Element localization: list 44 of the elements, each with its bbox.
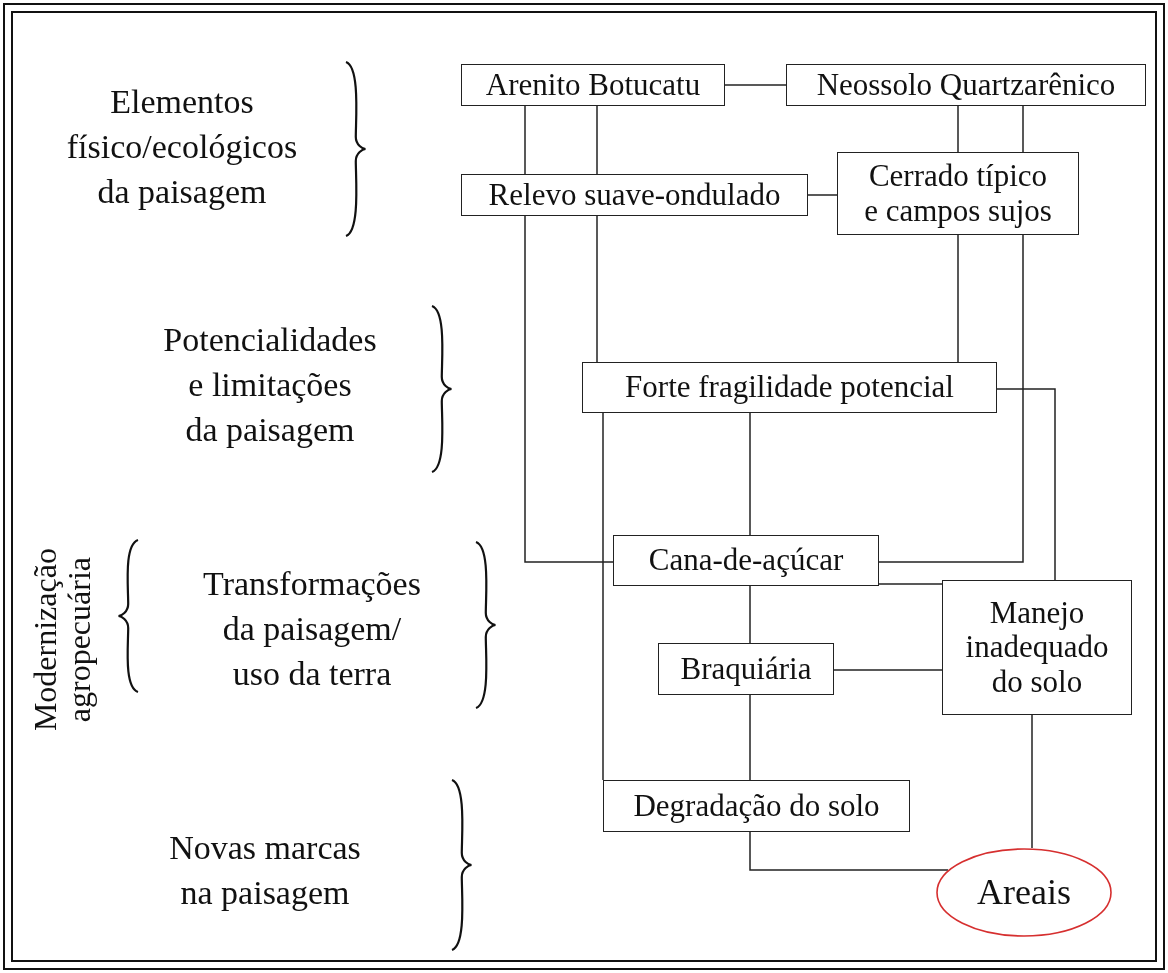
- connector-line: [596, 105, 598, 175]
- connector-line: [1022, 105, 1024, 153]
- node-label: Degradação do solo: [633, 788, 880, 824]
- section-label: Transformações da paisagem/ uso da terra: [203, 564, 421, 694]
- connector-line: [807, 194, 838, 196]
- process-box: [603, 780, 910, 832]
- process-box: [582, 362, 997, 413]
- node-label: Relevo suave-ondulado: [488, 177, 781, 213]
- section-label: Novas marcas na paisagem: [169, 828, 361, 913]
- node-label: Areais: [977, 872, 1071, 913]
- connector-line: [878, 234, 1024, 563]
- connector-line: [749, 585, 751, 644]
- connector-line: [749, 694, 751, 781]
- section-label: Potencialidades e limitações da paisagem: [163, 320, 377, 450]
- connector-line: [749, 412, 751, 536]
- node-label: Forte fragilidade potencial: [625, 370, 954, 405]
- node-label: Braquiária: [680, 651, 812, 687]
- process-box: [658, 643, 834, 695]
- section-label: Elementos físico/ecológicos da paisagem: [66, 82, 298, 212]
- connector-line: [524, 215, 614, 563]
- connector-line: [833, 669, 943, 671]
- connector-line: [524, 105, 526, 175]
- connector-line: [596, 215, 598, 363]
- connector-line: [957, 105, 959, 153]
- vertical-label: Modernização agropecuária: [28, 548, 96, 732]
- process-box: [613, 535, 879, 586]
- connector-line: [878, 583, 943, 585]
- node-label: Cana-de-açúcar: [648, 543, 844, 578]
- connector-line: [724, 84, 787, 86]
- node-label: Neossolo Quartzarênico: [816, 67, 1116, 103]
- node-label: Arenito Botucatu: [485, 67, 701, 103]
- process-box: [942, 580, 1132, 715]
- node-label: Manejo inadequado do solo: [965, 596, 1109, 699]
- process-box: [837, 152, 1079, 235]
- process-box: [786, 64, 1146, 106]
- connector-line: [957, 234, 959, 363]
- connector-line: [749, 831, 949, 871]
- ellipse-node: [936, 848, 1112, 937]
- connector-line: [996, 388, 1056, 581]
- process-box: [461, 64, 725, 106]
- connector-line: [602, 412, 604, 781]
- node-label: Cerrado típico e campos sujos: [864, 159, 1052, 228]
- process-box: [461, 174, 808, 216]
- connector-line: [1031, 714, 1033, 849]
